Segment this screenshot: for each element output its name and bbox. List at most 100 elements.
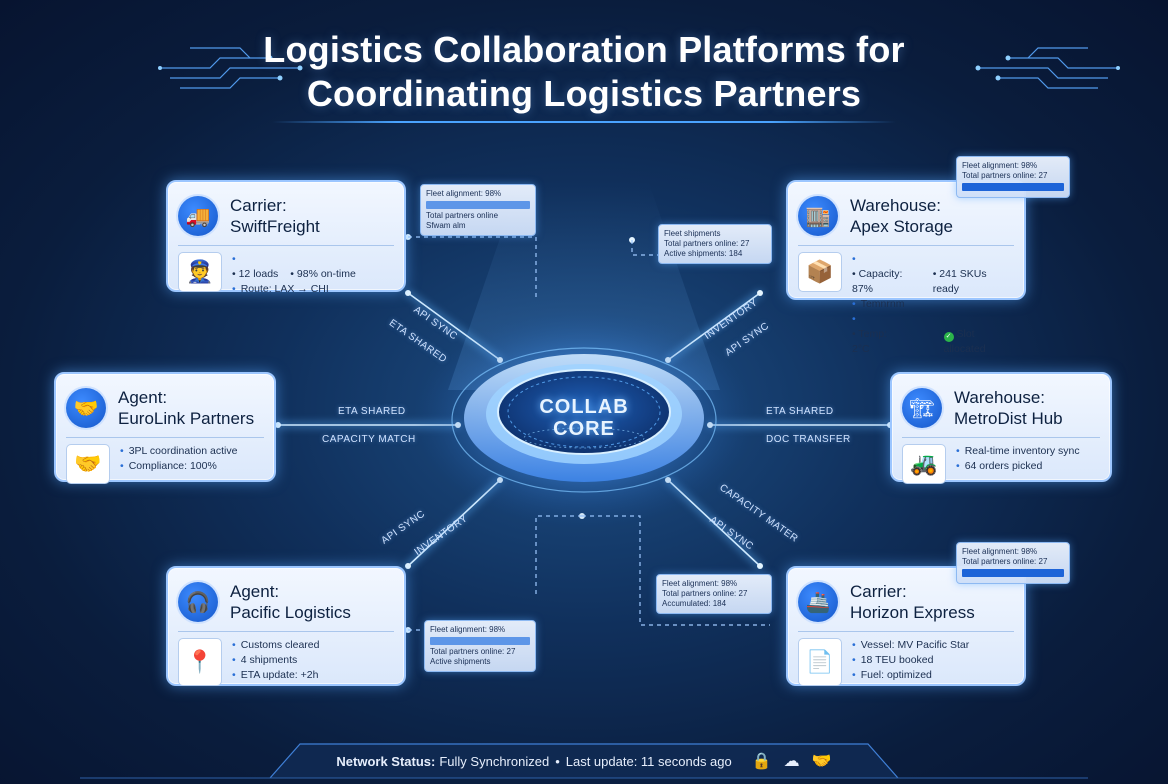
lock-icon[interactable]: 🔒	[751, 753, 772, 770]
partner-stat: Vessel: MV Pacific Star	[852, 638, 970, 653]
info-chip-apex-left: Fleet shipments Total partners online: 2…	[658, 224, 772, 264]
partner-stat: • 241 SKUs ready	[932, 268, 987, 295]
network-status-bar: Network Status: Fully Synchronized • Las…	[270, 742, 898, 780]
partner-stat: Customs cleared	[232, 638, 320, 653]
chip-line: Fleet alignment: 98%	[426, 189, 502, 198]
info-chip-swift: Fleet alignment: 98% Total partners onli…	[420, 184, 536, 236]
chip-line: Fleet alignment: 98%	[430, 625, 506, 634]
chip-bar	[962, 569, 1064, 577]
title-line-2: Coordinating Logistics Partners	[306, 73, 862, 114]
handshake-icon: 🤝	[66, 444, 110, 484]
map-pin-flags-icon: 📍	[178, 638, 222, 686]
dashed-connectors	[408, 236, 770, 631]
chip-line: Active shipments: 184	[664, 249, 743, 258]
conn-label-w-1: ETA SHARED	[338, 406, 406, 417]
conn-label-w-2: CAPACITY MATCH	[322, 434, 416, 445]
partner-name: EuroLink Partners	[118, 409, 255, 428]
partner-stat: 18 TEU booked	[852, 653, 969, 668]
partner-role: Carrier:	[230, 196, 287, 215]
chip-line: Total partners online: 27	[962, 171, 1048, 180]
last-update: Last update: 11 seconds ago	[565, 753, 732, 769]
partner-stat: Route: LAX → CHI	[232, 282, 356, 297]
chip-line: Fleet shipments	[664, 229, 721, 238]
status-value: Fully Synchronized	[439, 753, 550, 769]
partner-card-pacific[interactable]: 🎧 Agent: Pacific Logistics 📍 Customs cle…	[166, 566, 406, 686]
partner-role: Warehouse:	[850, 196, 942, 215]
circuit-ornament-right	[975, 47, 1120, 89]
page-title: Logistics Collaboration Platforms for Co…	[184, 28, 984, 116]
partner-stat: Real-time inventory sync	[956, 444, 1080, 459]
partner-card-apex[interactable]: 🏬 Warehouse: Apex Storage 📦 • Capacity: …	[786, 180, 1026, 355]
partner-stat: Fuel: optimized	[852, 668, 969, 683]
partner-stat: Compliance: 100%	[120, 459, 237, 474]
partner-name: Apex Storage	[850, 217, 954, 236]
chip-line: Active shipments	[430, 657, 491, 666]
partner-stat: Temnrnm	[852, 297, 1014, 312]
forklift-icon: 🚜	[902, 444, 946, 484]
partner-name: MetroDist Hub	[954, 409, 1063, 428]
headset-agent-icon: 🎧	[178, 582, 218, 622]
truck-icon: 🚚	[178, 196, 218, 236]
circuit-ornament-left	[158, 47, 303, 89]
partner-card-swiftfreight[interactable]: 🚚 Carrier: SwiftFreight 👮 • 12 loads • 9…	[166, 180, 406, 295]
partner-card-eurolink[interactable]: 🤝 Agent: EuroLink Partners 🤝 3PL coordin…	[54, 372, 276, 484]
boxes-icon: 📦	[798, 252, 842, 292]
chip-line: Total partners online: 27	[662, 589, 748, 598]
chip-line: Sfwam alm	[426, 221, 466, 230]
slot-status: ✓Slot allocated	[943, 328, 986, 355]
status-bar-frame	[80, 743, 1088, 779]
partner-stat: ETA update: +2h	[232, 668, 319, 683]
partner-stat: • 98% on-time	[290, 268, 356, 280]
chip-line: Fleet alignment: 98%	[962, 547, 1038, 556]
conn-label-e-1: ETA SHARED	[766, 406, 834, 417]
partner-name: Horizon Express	[850, 603, 975, 622]
check-icon: ✓	[943, 332, 954, 342]
info-chip-horizon-top: Fleet alignment: 98% Total partners onli…	[956, 542, 1070, 584]
chip-line: Fleet alignment: 98%	[662, 579, 738, 588]
info-chip-apex-top: Fleet alignment: 98% Total partners onli…	[956, 156, 1070, 198]
title-line-1: Logistics Collaboration Platforms for	[263, 29, 905, 70]
partner-role: Agent:	[118, 388, 168, 407]
driver-icon: 👮	[178, 252, 222, 292]
chip-bar	[430, 637, 530, 645]
chip-line: Total partners online: 27	[430, 647, 516, 656]
document-coin-icon: 📄	[798, 638, 842, 686]
info-chip-horizon-left: Fleet alignment: 98% Total partners onli…	[656, 574, 772, 614]
handshake-icon[interactable]: 🤝	[811, 753, 832, 770]
info-chip-pacific: Fleet alignment: 98% Total partners onli…	[424, 620, 536, 672]
conn-label-e-2: DOC TRANSFER	[766, 434, 851, 445]
chip-line: Fleet alignment: 98%	[962, 161, 1038, 170]
chip-line: Accumulated: 184	[662, 599, 727, 608]
collab-core	[451, 347, 717, 493]
core-label-line-2: CORE	[553, 418, 615, 440]
partner-stat: 4 shipments	[232, 653, 319, 668]
core-label-line-1: COLLAB	[539, 396, 629, 418]
chip-line: Total partners online: 27	[962, 557, 1048, 566]
title-underline	[272, 121, 896, 123]
partner-card-horizon[interactable]: 🚢 Carrier: Horizon Express 📄 Vessel: MV …	[786, 566, 1026, 686]
partner-stat: • Temp: 2°C	[852, 328, 887, 355]
partner-name: Pacific Logistics	[230, 603, 351, 622]
partner-name: SwiftFreight	[230, 217, 320, 236]
partner-role: Warehouse:	[954, 388, 1046, 407]
handshake-icon: 🤝	[66, 388, 106, 428]
warehouse-icon: 🏬	[798, 196, 838, 236]
partner-card-metrodist[interactable]: 🏗 Warehouse: MetroDist Hub 🚜 Real-time i…	[890, 372, 1112, 484]
partner-stat: • Capacity: 87%	[852, 268, 903, 295]
status-separator: •	[555, 753, 560, 769]
partner-role: Carrier:	[850, 582, 907, 601]
chip-bar	[426, 201, 530, 209]
partner-stat: 64 orders picked	[956, 459, 1080, 474]
core-label: COLLAB CORE	[514, 396, 654, 440]
status-label: Network Status:	[336, 753, 436, 769]
partner-stat: 3PL coordination active	[120, 444, 238, 459]
chip-line: Total partners online	[426, 211, 499, 220]
partner-role: Agent:	[230, 582, 280, 601]
chip-bar	[962, 183, 1064, 191]
chip-line: Total partners online: 27	[664, 239, 750, 248]
cloud-sync-icon[interactable]: ☁	[783, 753, 800, 770]
forklift-icon: 🏗	[902, 388, 942, 428]
partner-stat: • 12 loads	[232, 268, 279, 280]
ship-icon: 🚢	[798, 582, 838, 622]
